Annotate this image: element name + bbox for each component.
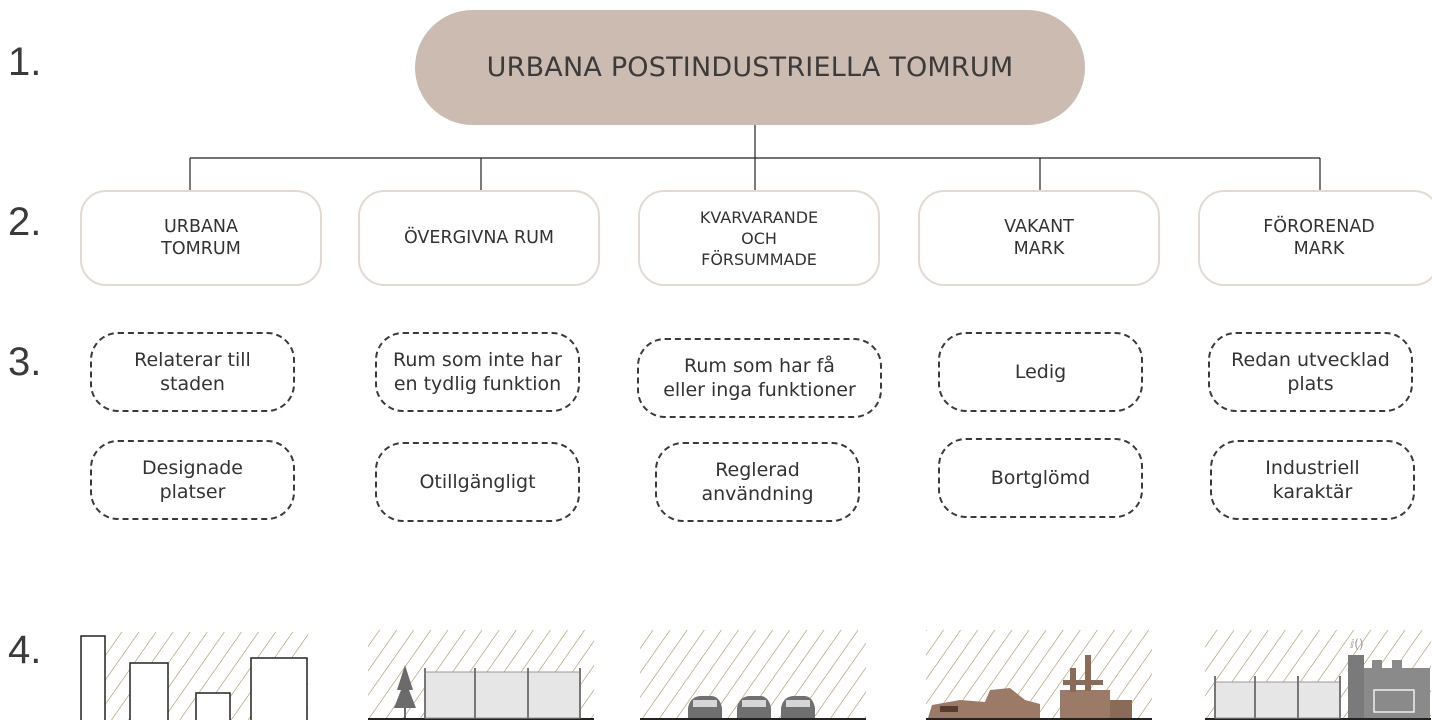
trait-label: Otillgängligt [419, 471, 536, 493]
trait-box: Relaterar till staden [90, 332, 295, 412]
category-vakant-mark: VAKANT MARK [918, 190, 1160, 286]
category-urbana-tomrum: URBANA TOMRUM [80, 190, 322, 286]
level-number-3: 3. [8, 340, 42, 384]
trait-label: Ledig [1014, 361, 1067, 383]
trait-box: Bortglömd [938, 438, 1143, 518]
category-label: FÖRORENAD MARK [1263, 217, 1375, 259]
trait-label: Rum som inte har en tydlig funktion [392, 349, 562, 395]
category-kvarvarande: KVARVARANDE OCH FÖRSUMMADE [638, 190, 880, 286]
level-number-2: 2. [8, 200, 42, 244]
trait-box: Otillgängligt [375, 442, 580, 522]
trait-box: Reglerad användning [655, 442, 860, 522]
category-fororenad-mark: FÖRORENAD MARK [1198, 190, 1432, 286]
trait-label: Relaterar till staden [134, 349, 251, 395]
category-label: ÖVERGIVNA RUM [403, 228, 555, 248]
svg-text:ⅈ(): ⅈ() [1350, 637, 1364, 651]
trait-label: Rum som har få eller inga funktioner [663, 355, 856, 401]
tree-fence-icon [368, 630, 594, 720]
level-number-1: 1. [8, 40, 42, 84]
category-label: KVARVARANDE OCH FÖRSUMMADE [699, 207, 819, 269]
trait-label: Industriell karaktär [1265, 457, 1360, 503]
root-node: URBANA POSTINDUSTRIELLA TOMRUM [415, 10, 1085, 125]
cars-icon [640, 630, 866, 720]
category-label: URBANA TOMRUM [161, 217, 241, 259]
trait-label: Redan utvecklad plats [1231, 349, 1390, 395]
trait-label: Bortglömd [990, 467, 1091, 489]
category-overgivna-rum: ÖVERGIVNA RUM [358, 190, 600, 286]
trait-box: Industriell karaktär [1210, 440, 1415, 520]
trait-box: Ledig [938, 332, 1143, 412]
factory-fence-icon: ⅈ() [1205, 630, 1431, 720]
trait-box: Rum som har få eller inga funktioner [637, 338, 882, 418]
trait-box: Designade platser [90, 440, 295, 520]
wrecks-icon [926, 630, 1152, 720]
root-label: URBANA POSTINDUSTRIELLA TOMRUM [486, 52, 1014, 83]
level-number-4: 4. [8, 628, 42, 672]
trait-box: Rum som inte har en tydlig funktion [375, 332, 580, 412]
category-label: VAKANT MARK [1004, 217, 1074, 259]
trait-box: Redan utvecklad plats [1208, 332, 1413, 412]
trait-label: Reglerad användning [701, 459, 814, 505]
trait-label: Designade platser [142, 457, 243, 503]
buildings-icon [80, 632, 308, 720]
